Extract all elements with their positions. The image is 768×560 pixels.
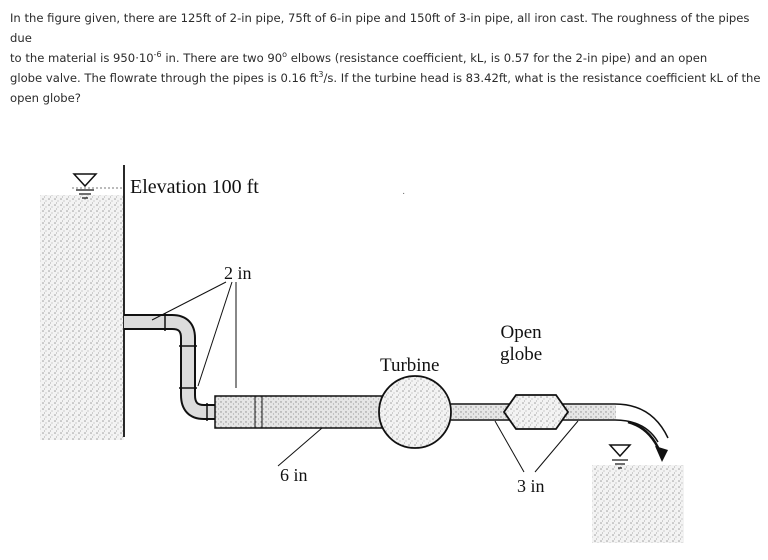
problem-line-2: to the material is 950·10-6 in. There ar… (10, 50, 708, 65)
elevation-label: Elevation 100 ft (130, 176, 259, 198)
problem-statement: In the figure given, there are 125ft of … (10, 8, 762, 108)
pipe-2in-label: 2 in (224, 263, 252, 283)
leader-lines-3in (494, 420, 579, 473)
leader-line-6in (277, 427, 323, 467)
problem-line-3: globe valve. The flowrate through the pi… (10, 70, 761, 85)
problem-line-1: In the figure given, there are 125ft of … (10, 11, 750, 45)
turbine-icon (378, 375, 452, 449)
globe-label-line-1: Open (500, 322, 542, 343)
pipe-3in (451, 403, 669, 443)
pipe-system-drawing: · (40, 165, 684, 543)
problem-line-4: open globe? (10, 91, 81, 105)
turbine-label: Turbine (380, 355, 440, 376)
globe-valve-icon (502, 394, 570, 430)
stray-mark: · (402, 188, 405, 199)
pipe-system-figure: · Elevation 100 ft 2 in Turbine Open glo… (0, 150, 768, 560)
pipe-6in (214, 395, 391, 429)
water-level-icon (608, 444, 632, 469)
upper-reservoir (40, 165, 125, 440)
leader-lines-2in (151, 281, 237, 388)
water-level-icon (72, 173, 98, 199)
pipe-6in-label: 6 in (280, 465, 308, 485)
flow-arrow-icon (627, 420, 668, 462)
globe-valve-label: Open globe (500, 322, 542, 366)
globe-label-line-2: globe (500, 344, 543, 365)
lower-reservoir (592, 465, 684, 543)
pipe-3in-label: 3 in (517, 476, 545, 496)
pipe-2in (124, 313, 215, 421)
